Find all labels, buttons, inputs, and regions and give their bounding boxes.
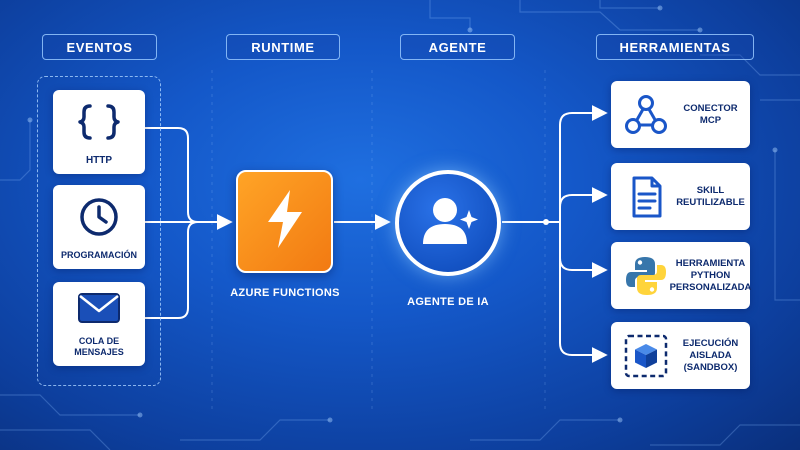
event-card-programacion[interactable]: PROGRAMACIÓN bbox=[53, 185, 145, 269]
agent-label: AGENTE DE IA bbox=[407, 296, 489, 308]
user-sparkle-icon bbox=[413, 186, 483, 261]
envelope-icon bbox=[53, 290, 145, 328]
connector-queue-to-runtime bbox=[145, 221, 199, 319]
azure-functions-box[interactable] bbox=[236, 170, 333, 273]
python-logo-icon bbox=[623, 253, 669, 299]
junction-dot bbox=[543, 219, 549, 225]
agent-node[interactable] bbox=[395, 170, 501, 276]
event-label: COLA DE MENSAJES bbox=[74, 336, 124, 357]
connector-to-skill bbox=[559, 187, 608, 222]
runtime-label: AZURE FUNCTIONS bbox=[230, 287, 340, 299]
event-label: PROGRAMACIÓN bbox=[61, 250, 137, 260]
tool-label: HERRAMIENTA PYTHON PERSONALIZADA bbox=[669, 257, 752, 293]
document-icon bbox=[623, 174, 669, 220]
column-header-agente: AGENTE bbox=[400, 34, 515, 60]
lightning-bolt-icon bbox=[260, 188, 310, 255]
tool-card-sandbox[interactable]: EJECUCIÓN AISLADA (SANDBOX) bbox=[611, 322, 750, 389]
network-nodes-icon bbox=[623, 92, 669, 138]
sandbox-cube-icon bbox=[623, 333, 669, 379]
tool-card-conector-mcp[interactable]: CONECTOR MCP bbox=[611, 81, 750, 148]
events-group bbox=[37, 76, 161, 386]
tool-label: EJECUCIÓN AISLADA (SANDBOX) bbox=[682, 337, 739, 373]
tool-label: CONECTOR MCP bbox=[683, 102, 738, 126]
connector-to-mcp bbox=[559, 105, 608, 222]
event-card-cola-mensajes[interactable]: COLA DE MENSAJES bbox=[53, 282, 145, 366]
tool-card-skill-reutilizable[interactable]: SKILL REUTILIZABLE bbox=[611, 163, 750, 230]
column-header-eventos: EVENTOS bbox=[42, 34, 157, 60]
connector-to-python bbox=[559, 222, 608, 278]
tool-card-python[interactable]: HERRAMIENTA PYTHON PERSONALIZADA bbox=[611, 242, 752, 309]
curly-braces-icon bbox=[53, 100, 145, 144]
tool-label: SKILL REUTILIZABLE bbox=[676, 184, 745, 208]
event-label: HTTP bbox=[85, 155, 113, 166]
column-header-herramientas: HERRAMIENTAS bbox=[596, 34, 754, 60]
connector-to-sandbox bbox=[559, 222, 608, 363]
event-card-http[interactable]: HTTP bbox=[53, 90, 145, 174]
clock-icon bbox=[53, 195, 145, 239]
column-header-runtime: RUNTIME bbox=[226, 34, 340, 60]
